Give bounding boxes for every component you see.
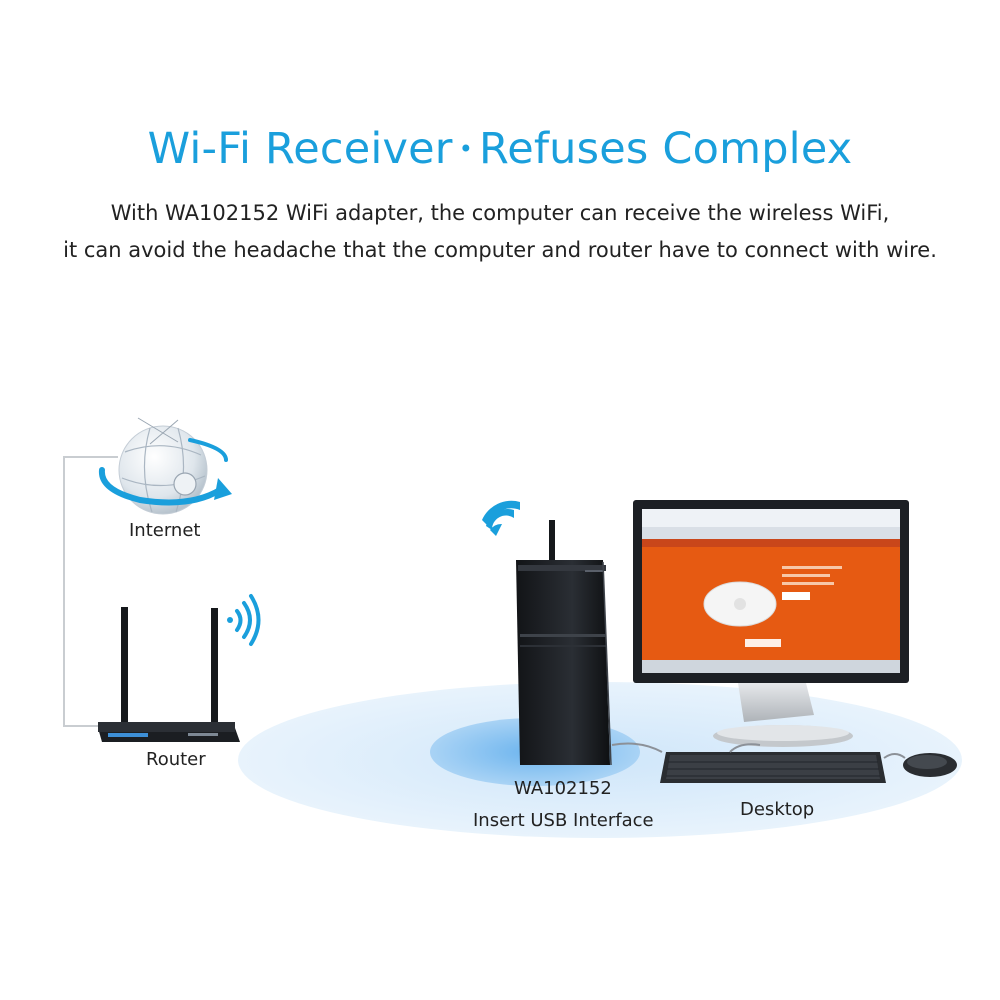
internet-label: Internet [129, 520, 201, 541]
title-part1: Wi-Fi Receiver [147, 124, 453, 174]
router-label: Router [146, 749, 206, 770]
description-line-2: it can avoid the headache that the compu… [63, 238, 937, 262]
mouse-cable [883, 753, 906, 759]
wifi-signal-icon [227, 594, 261, 646]
pc-tower-icon [516, 520, 612, 766]
wired-connection-line [63, 456, 118, 727]
monitor-icon [633, 500, 909, 747]
keyboard-icon [660, 752, 886, 783]
desktop-label: Desktop [740, 799, 815, 820]
keyboard-cable [729, 743, 761, 753]
tower-cable [611, 742, 663, 753]
globe-icon [98, 417, 232, 515]
adapter-interface-label: Insert USB Interface [473, 810, 654, 831]
description-line-1: With WA102152 WiFi adapter, the computer… [110, 201, 890, 225]
title-separator: • [458, 134, 474, 163]
mouse-icon [903, 753, 957, 777]
router-icon [98, 607, 240, 742]
page-title: Wi-Fi Receiver•Refuses Complex [0, 124, 1000, 174]
title-part2: Refuses Complex [479, 124, 853, 174]
adapter-model-label: WA102152 [514, 778, 612, 799]
wifi-signal-icon [482, 500, 520, 536]
